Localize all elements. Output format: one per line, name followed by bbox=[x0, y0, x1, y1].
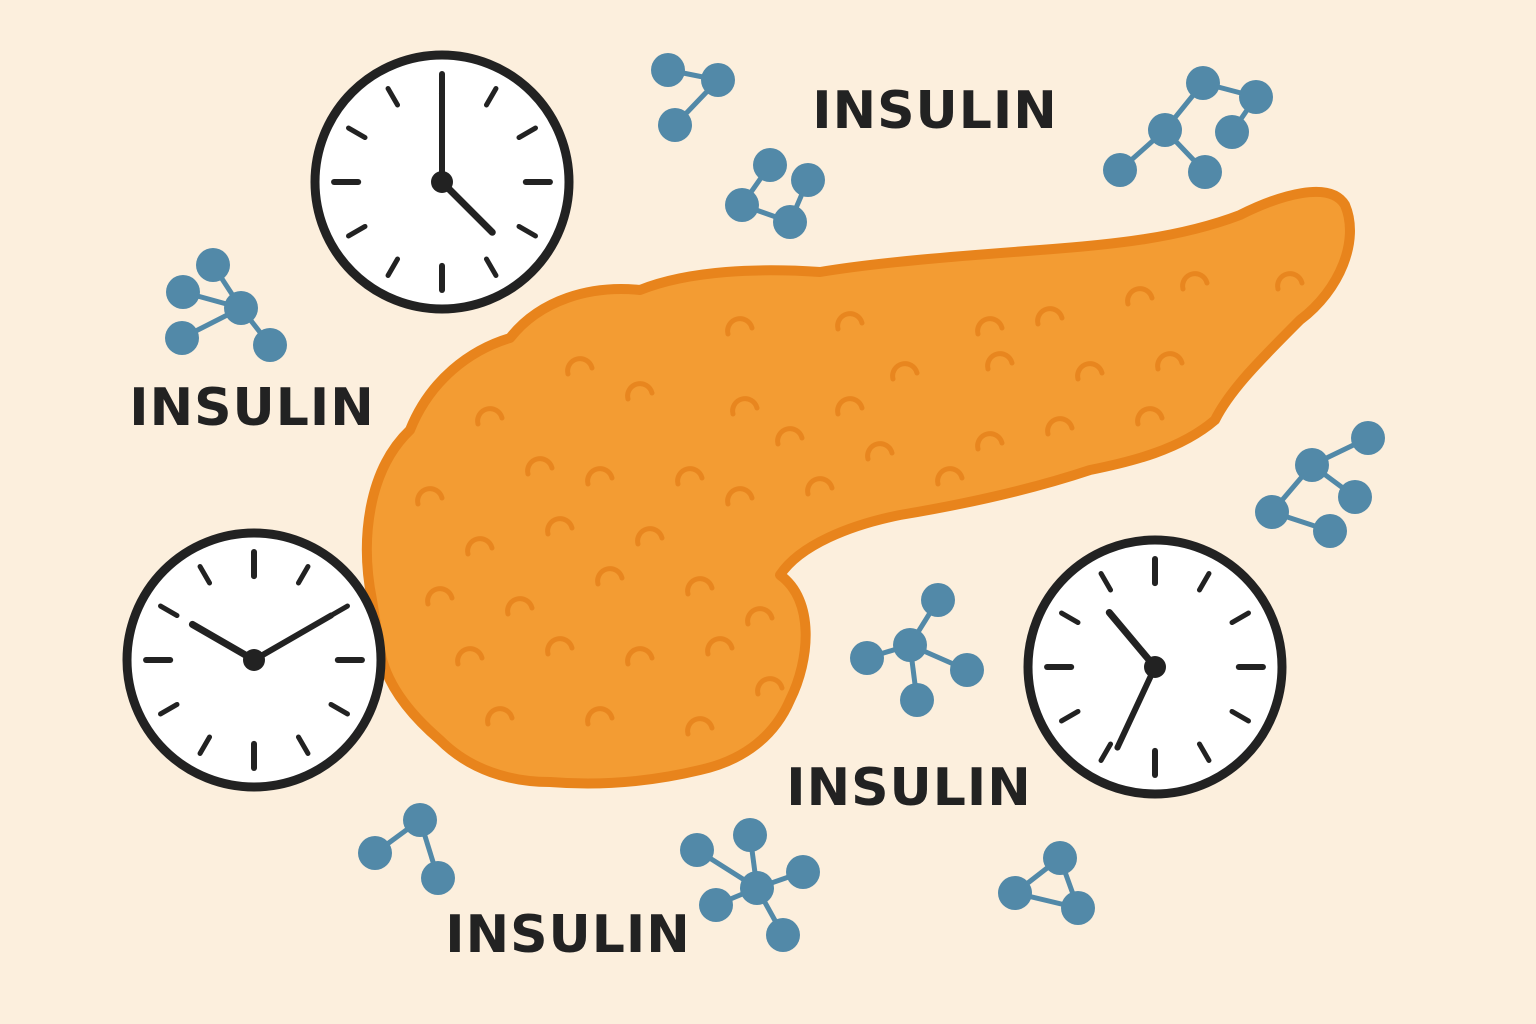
pancreas-texture-mark bbox=[985, 351, 1015, 372]
pancreas-texture-mark bbox=[455, 646, 485, 667]
pancreas-texture-mark bbox=[725, 316, 755, 337]
pancreas-texture-mark bbox=[890, 361, 920, 382]
pancreas-texture-mark bbox=[805, 476, 835, 497]
pancreas-texture-mark bbox=[1125, 286, 1155, 307]
pancreas-texture-mark bbox=[775, 426, 805, 447]
molecule-icon bbox=[850, 583, 984, 717]
pancreas-texture-mark bbox=[585, 466, 615, 487]
insulin-label-bottom: INSULIN bbox=[445, 905, 691, 965]
molecule-icon bbox=[725, 148, 825, 239]
molecule-icon bbox=[165, 248, 287, 362]
pancreas-texture-mark bbox=[425, 586, 455, 607]
molecule-icon bbox=[1255, 421, 1385, 548]
pancreas-texture-mark bbox=[705, 636, 735, 657]
pancreas-illustration bbox=[361, 187, 1355, 789]
pancreas-texture-mark bbox=[1135, 406, 1165, 427]
clock-icon-left bbox=[122, 528, 386, 792]
pancreas-texture-mark bbox=[625, 646, 655, 667]
clock-icon-top bbox=[310, 50, 574, 314]
pancreas-texture-mark bbox=[835, 311, 865, 332]
pancreas-texture-mark bbox=[545, 516, 575, 537]
pancreas-texture-mark bbox=[1075, 361, 1105, 382]
pancreas-texture-mark bbox=[935, 466, 965, 487]
pancreas-texture-mark bbox=[625, 381, 655, 402]
pancreas-texture-mark bbox=[1275, 271, 1305, 292]
pancreas-texture-mark bbox=[505, 596, 535, 617]
insulin-label-top: INSULIN bbox=[812, 81, 1058, 141]
pancreas-texture-mark bbox=[685, 576, 715, 597]
pancreas-texture-mark bbox=[415, 486, 445, 507]
pancreas-texture-mark bbox=[485, 706, 515, 727]
insulin-label-bottom-right: INSULIN bbox=[786, 758, 1032, 818]
pancreas-texture-mark bbox=[755, 676, 785, 697]
pancreas-texture-mark bbox=[725, 486, 755, 507]
pancreas-texture-mark bbox=[975, 316, 1005, 337]
pancreas-texture-mark bbox=[545, 636, 575, 657]
pancreas-texture-mark bbox=[730, 396, 760, 417]
pancreas-texture-mark bbox=[685, 716, 715, 737]
pancreas-texture-mark bbox=[675, 466, 705, 487]
pancreas-texture-mark bbox=[835, 396, 865, 417]
pancreas-texture-mark bbox=[595, 566, 625, 587]
pancreas-texture-mark bbox=[1180, 271, 1210, 292]
pancreas-texture-mark bbox=[1035, 306, 1065, 327]
molecule-icon bbox=[680, 818, 820, 952]
pancreas-texture-mark bbox=[525, 456, 555, 477]
pancreas-texture-mark bbox=[1155, 351, 1185, 372]
molecule-icon bbox=[1103, 66, 1273, 189]
pancreas-texture-mark bbox=[865, 441, 895, 462]
pancreas-texture-mark bbox=[465, 536, 495, 557]
molecule-icon bbox=[651, 53, 735, 142]
pancreas-texture-mark bbox=[1045, 416, 1075, 437]
pancreas-texture-mark bbox=[565, 356, 595, 377]
pancreas-texture-mark bbox=[745, 606, 775, 627]
clock-icon-right bbox=[1023, 535, 1287, 799]
molecule-icon bbox=[998, 841, 1095, 925]
molecule-icon bbox=[358, 803, 455, 895]
pancreas-texture-mark bbox=[475, 406, 505, 427]
pancreas-texture-mark bbox=[635, 526, 665, 547]
pancreas-texture-mark bbox=[585, 706, 615, 727]
pancreas-texture-mark bbox=[975, 431, 1005, 452]
insulin-label-left: INSULIN bbox=[129, 378, 375, 438]
